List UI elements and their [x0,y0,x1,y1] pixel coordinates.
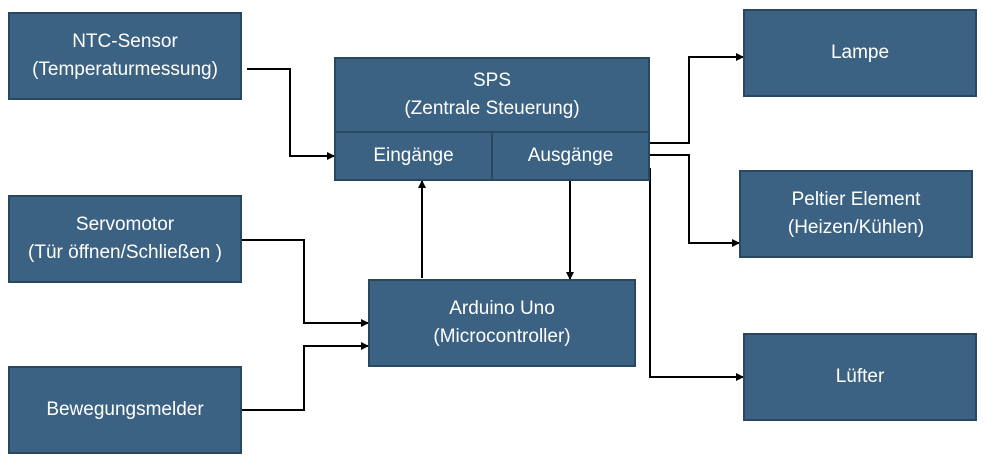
sps-outputs-label: Ausgänge [527,145,614,166]
sps-inputs-port: Eingänge [334,131,493,181]
ntc-sensor-subtitle: (Temperaturmessung) [32,59,218,80]
ntc-sensor-node: NTC-Sensor (Temperaturmessung) [8,12,242,100]
arduino-node: Arduino Uno (Microcontroller) [368,279,636,367]
fan-title: Lüfter [835,366,885,387]
peltier-node: Peltier Element (Heizen/Kühlen) [739,170,973,258]
arrow-sps-to-fan [649,168,744,381]
arrow-sps-to-peltier [650,154,740,247]
sps-outputs-port: Ausgänge [491,131,650,181]
peltier-title: Peltier Element [791,189,921,210]
servomotor-subtitle: (Tür öffnen/Schließen ) [28,242,222,263]
arrow-motion-to-arduino [242,342,369,411]
ntc-sensor-title: NTC-Sensor [72,31,178,52]
arduino-subtitle: (Microcontroller) [433,326,571,347]
arrow-sps-to-lamp [650,53,744,144]
sps-node: SPS (Zentrale Steuerung) [334,57,650,133]
lamp-node: Lampe [743,9,977,97]
motion-sensor-title: Bewegungsmelder [46,399,204,420]
arduino-title: Arduino Uno [449,298,555,319]
lamp-title: Lampe [830,42,890,63]
fan-node: Lüfter [743,333,977,421]
sps-title: SPS [472,70,512,91]
servomotor-title: Servomotor [75,214,175,235]
arrow-servo-to-arduino [242,239,369,327]
sps-inputs-label: Eingänge [373,145,454,166]
servomotor-node: Servomotor (Tür öffnen/Schließen ) [8,195,242,283]
motion-sensor-node: Bewegungsmelder [8,366,242,454]
arrow-ntc-to-sps-inputs [247,68,335,160]
sps-subtitle: (Zentrale Steuerung) [404,98,580,119]
peltier-subtitle: (Heizen/Kühlen) [787,217,925,238]
